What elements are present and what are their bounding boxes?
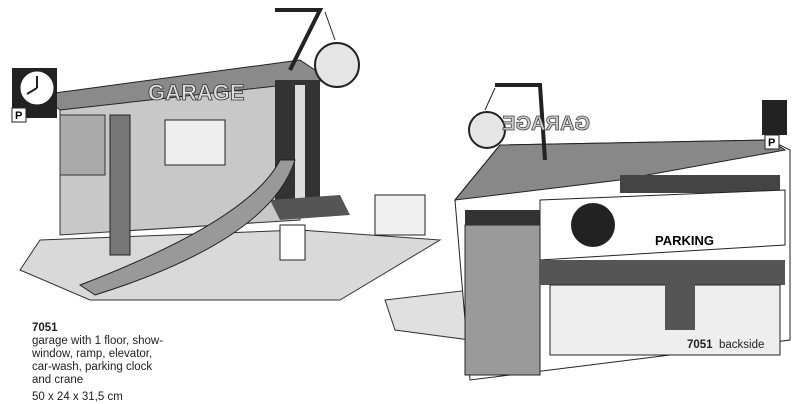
description-line: car-wash, parking clock: [32, 361, 153, 373]
parking-wall-text: PARKING: [655, 233, 714, 248]
description-line: and crane: [32, 374, 84, 386]
item-label: backside: [718, 339, 765, 351]
dimensions: 50 x 24 x 31,5 cm: [32, 391, 123, 403]
left-item-caption: 7051 garage with 1 floor, show- window, …: [32, 322, 163, 404]
right-item-caption: 7051 backside: [687, 339, 764, 352]
parking-sign-right: P: [768, 137, 775, 149]
garage-sign-left: GARAGE: [148, 80, 245, 105]
garage-sign-right: GARAGE: [502, 113, 590, 135]
item-number: 7051: [32, 322, 58, 334]
item-number: 7051: [687, 339, 713, 351]
garage-backside-illustration: P GARAGE PARKING: [384, 83, 791, 381]
description-line: garage with 1 floor, show-: [32, 335, 164, 347]
garage-front-illustration: P GARAGE: [11, 8, 442, 301]
parking-sign-left: P: [15, 110, 22, 122]
description-line: window, ramp, elevator,: [32, 348, 153, 360]
